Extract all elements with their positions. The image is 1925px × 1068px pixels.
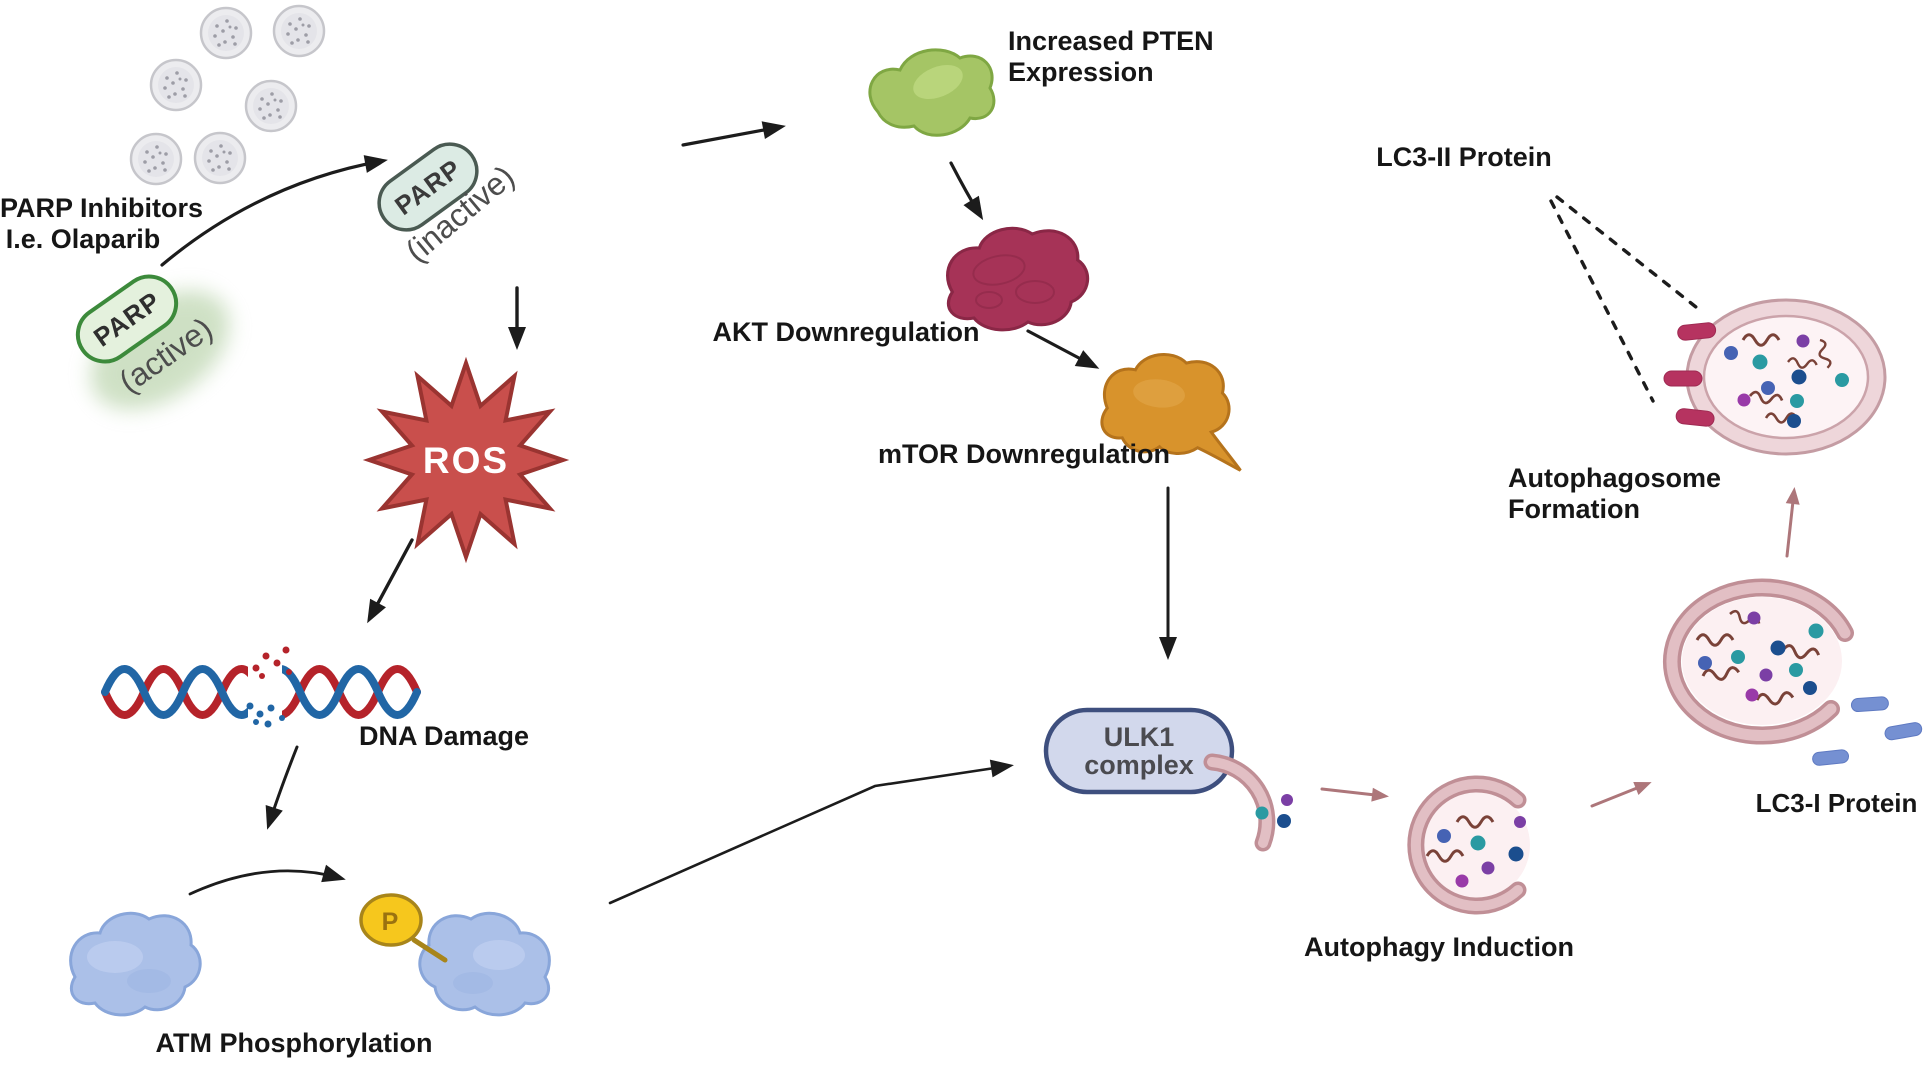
arrow-vesicle-to-autophagosome — [1785, 487, 1800, 558]
drug-particle — [149, 58, 203, 112]
autophagosome-line2: Formation — [1508, 494, 1640, 524]
mtor-blob — [1100, 353, 1242, 472]
lc3-pill — [1812, 749, 1850, 766]
autophagosome-vesicle — [1663, 298, 1887, 456]
drug-particle — [193, 131, 247, 185]
drug-particle — [272, 4, 326, 58]
atm-label: ATM Phosphorylation — [155, 1028, 433, 1058]
vesicle-lumen — [1682, 597, 1842, 725]
arrow-pten-to-akt — [949, 161, 984, 221]
dna-break-fragments-red — [252, 646, 292, 679]
akt-texture — [972, 254, 1055, 309]
lc3ii-callout-lines — [1549, 195, 1703, 403]
atm-proteins: P — [69, 893, 551, 1017]
dna-break-fragments-blue — [246, 702, 285, 728]
ros-star — [362, 356, 570, 564]
pink-arrows — [1320, 487, 1800, 808]
dna-damage-label: DNA Damage — [358, 721, 530, 751]
parp-inactive-pill-body — [377, 142, 479, 232]
pten-label: Increased PTEN Expression — [1008, 26, 1253, 88]
vesicle-membrane-inner — [1410, 779, 1523, 911]
parp-inhibitors-line1: PARP Inhibitors — [0, 193, 204, 223]
mtor-highlight — [1133, 379, 1185, 408]
lc3-i-label: LC3-I Protein — [1755, 788, 1918, 818]
arrow-atm-to-ulk1 — [608, 759, 1014, 905]
phagophore-membrane-inner — [1207, 757, 1272, 848]
pten-protein — [868, 48, 996, 137]
autophagosome-inner-membrane — [1702, 314, 1870, 440]
atm-left-texture — [87, 941, 171, 993]
phagophore-initiation — [1203, 753, 1293, 852]
membrane-stud — [1675, 408, 1715, 427]
arrow-akt-to-mtor — [1026, 329, 1100, 369]
mtor-label: mTOR Downregulation — [877, 439, 1170, 469]
cargo-dots — [1724, 334, 1849, 428]
lc3-i-proteins — [1812, 696, 1923, 766]
cargo-dots — [1437, 816, 1526, 888]
ros-label: ROS — [423, 440, 509, 481]
lc3-ii-membrane-studs — [1663, 322, 1717, 427]
membrane-stud — [1663, 370, 1703, 387]
autophagy-induction-label: Autophagy Induction — [1304, 932, 1574, 962]
ulk1-complex-node: ULK1 complex — [1043, 707, 1235, 795]
drug-particle — [129, 132, 183, 186]
autophagosome-label: Autophagosome Formation — [1508, 463, 1800, 525]
ulk1-label-line2: complex — [1084, 750, 1194, 780]
ros-burst: ROS — [362, 356, 570, 564]
autophagosome-line1: Autophagosome — [1508, 463, 1721, 493]
pten-line1: Increased PTEN — [1008, 26, 1214, 56]
parp-inhibitors-label: PARP Inhibitors I.e. Olaparib — [0, 193, 204, 255]
phosphate-badge — [359, 893, 423, 947]
parp-inhibitors-line2: I.e. Olaparib — [5, 224, 161, 254]
membrane-stud — [1677, 322, 1717, 341]
cargo-dots — [1255, 794, 1293, 828]
arrow-atm-exchange — [188, 864, 346, 896]
dna-helix — [101, 646, 421, 738]
phosphate-label: P — [382, 908, 399, 936]
dashed-callout-lc3ii-1 — [1555, 195, 1703, 313]
dashed-callout-lc3ii-2 — [1549, 199, 1655, 403]
akt-label: AKT Downregulation — [712, 317, 980, 347]
ulk1-node-body — [1043, 707, 1235, 795]
arrow-inhibitor-to-parp — [160, 155, 388, 267]
arrow-parp-to-pten — [681, 121, 786, 147]
akt-blob — [945, 226, 1090, 332]
lc3-pill — [1884, 722, 1923, 741]
drug-particle — [244, 79, 298, 133]
arrow-ros-to-dna — [367, 538, 414, 624]
autophagy-vesicle — [1407, 775, 1530, 915]
drug-particles — [129, 4, 326, 186]
akt-protein — [945, 226, 1090, 332]
drug-particle — [199, 6, 253, 60]
lc3-pill — [1850, 696, 1889, 713]
cargo-dots — [1698, 611, 1824, 702]
lc3-ii-label: LC3-II Protein — [1376, 142, 1552, 172]
arrow-dna-to-atm — [265, 745, 299, 830]
lc3-i-vesicle — [1662, 578, 1854, 745]
vesicle-membrane-inner — [1666, 582, 1851, 742]
mtor-protein — [1100, 353, 1242, 472]
arrow-induction-to-vesicle — [1590, 781, 1652, 808]
pten-highlight — [913, 65, 963, 99]
phosphate-connector — [411, 937, 448, 963]
atm-right-texture — [453, 940, 525, 994]
pten-line2: Expression — [1008, 57, 1154, 87]
ulk1-label-line1: ULK1 — [1104, 722, 1175, 752]
black-arrows — [160, 121, 1177, 905]
arrow-phagophore-growth — [1320, 787, 1389, 802]
parp-active-pill-body — [75, 274, 179, 364]
